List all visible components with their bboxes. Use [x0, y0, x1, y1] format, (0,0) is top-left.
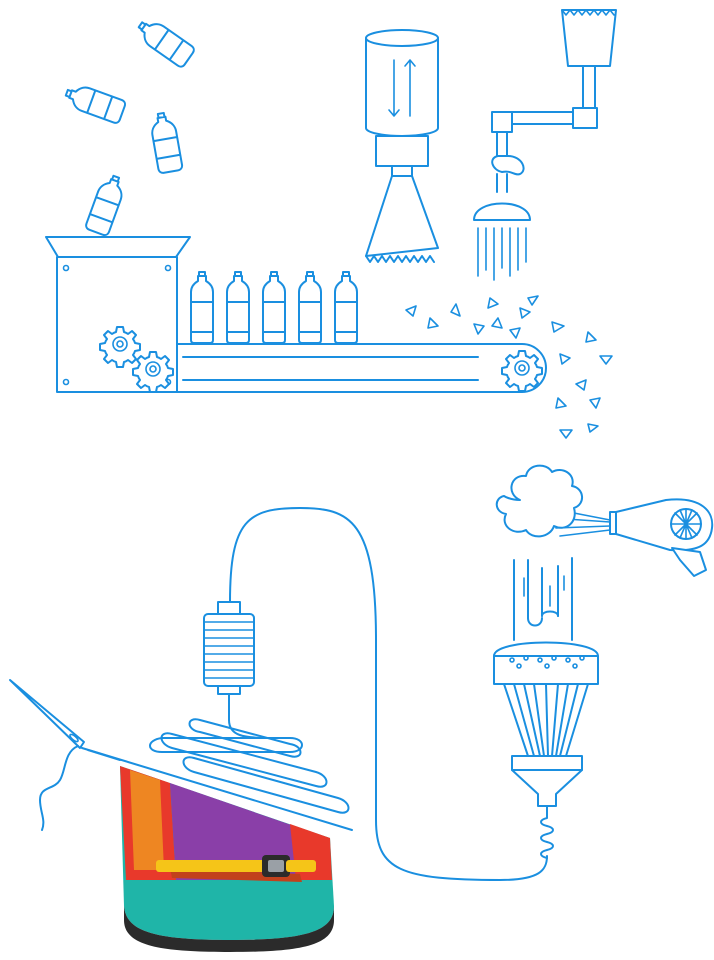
conveyor-belt-icon	[176, 343, 547, 393]
bottle-icon	[334, 271, 358, 344]
bottle-icon	[137, 21, 195, 68]
sewing-needle-icon	[9, 679, 353, 831]
gear-icon	[501, 350, 543, 392]
melting-extruder-icon	[493, 557, 599, 859]
thread-spool-icon	[203, 601, 291, 739]
bottle-icon	[298, 271, 322, 344]
bottle-icon	[151, 111, 184, 174]
steam-cloud-icon	[495, 464, 583, 538]
belt-bottles-group	[190, 271, 358, 344]
bottle-icon	[85, 174, 123, 237]
falling-bottles-group	[64, 21, 195, 237]
bottle-icon	[190, 271, 214, 344]
thread-line	[229, 507, 548, 881]
washing-shower-icon	[473, 9, 617, 281]
gear-icon	[99, 326, 141, 368]
bottle-icon	[262, 271, 286, 344]
crusher-press-icon	[365, 29, 439, 263]
gear-icon	[132, 351, 174, 393]
thread-loops	[149, 718, 350, 814]
hair-dryer-icon	[547, 498, 714, 577]
plastic-flakes-icon	[405, 295, 613, 439]
bottle-icon	[64, 86, 127, 124]
backpack-image	[120, 766, 334, 952]
bottle-icon	[226, 271, 250, 344]
